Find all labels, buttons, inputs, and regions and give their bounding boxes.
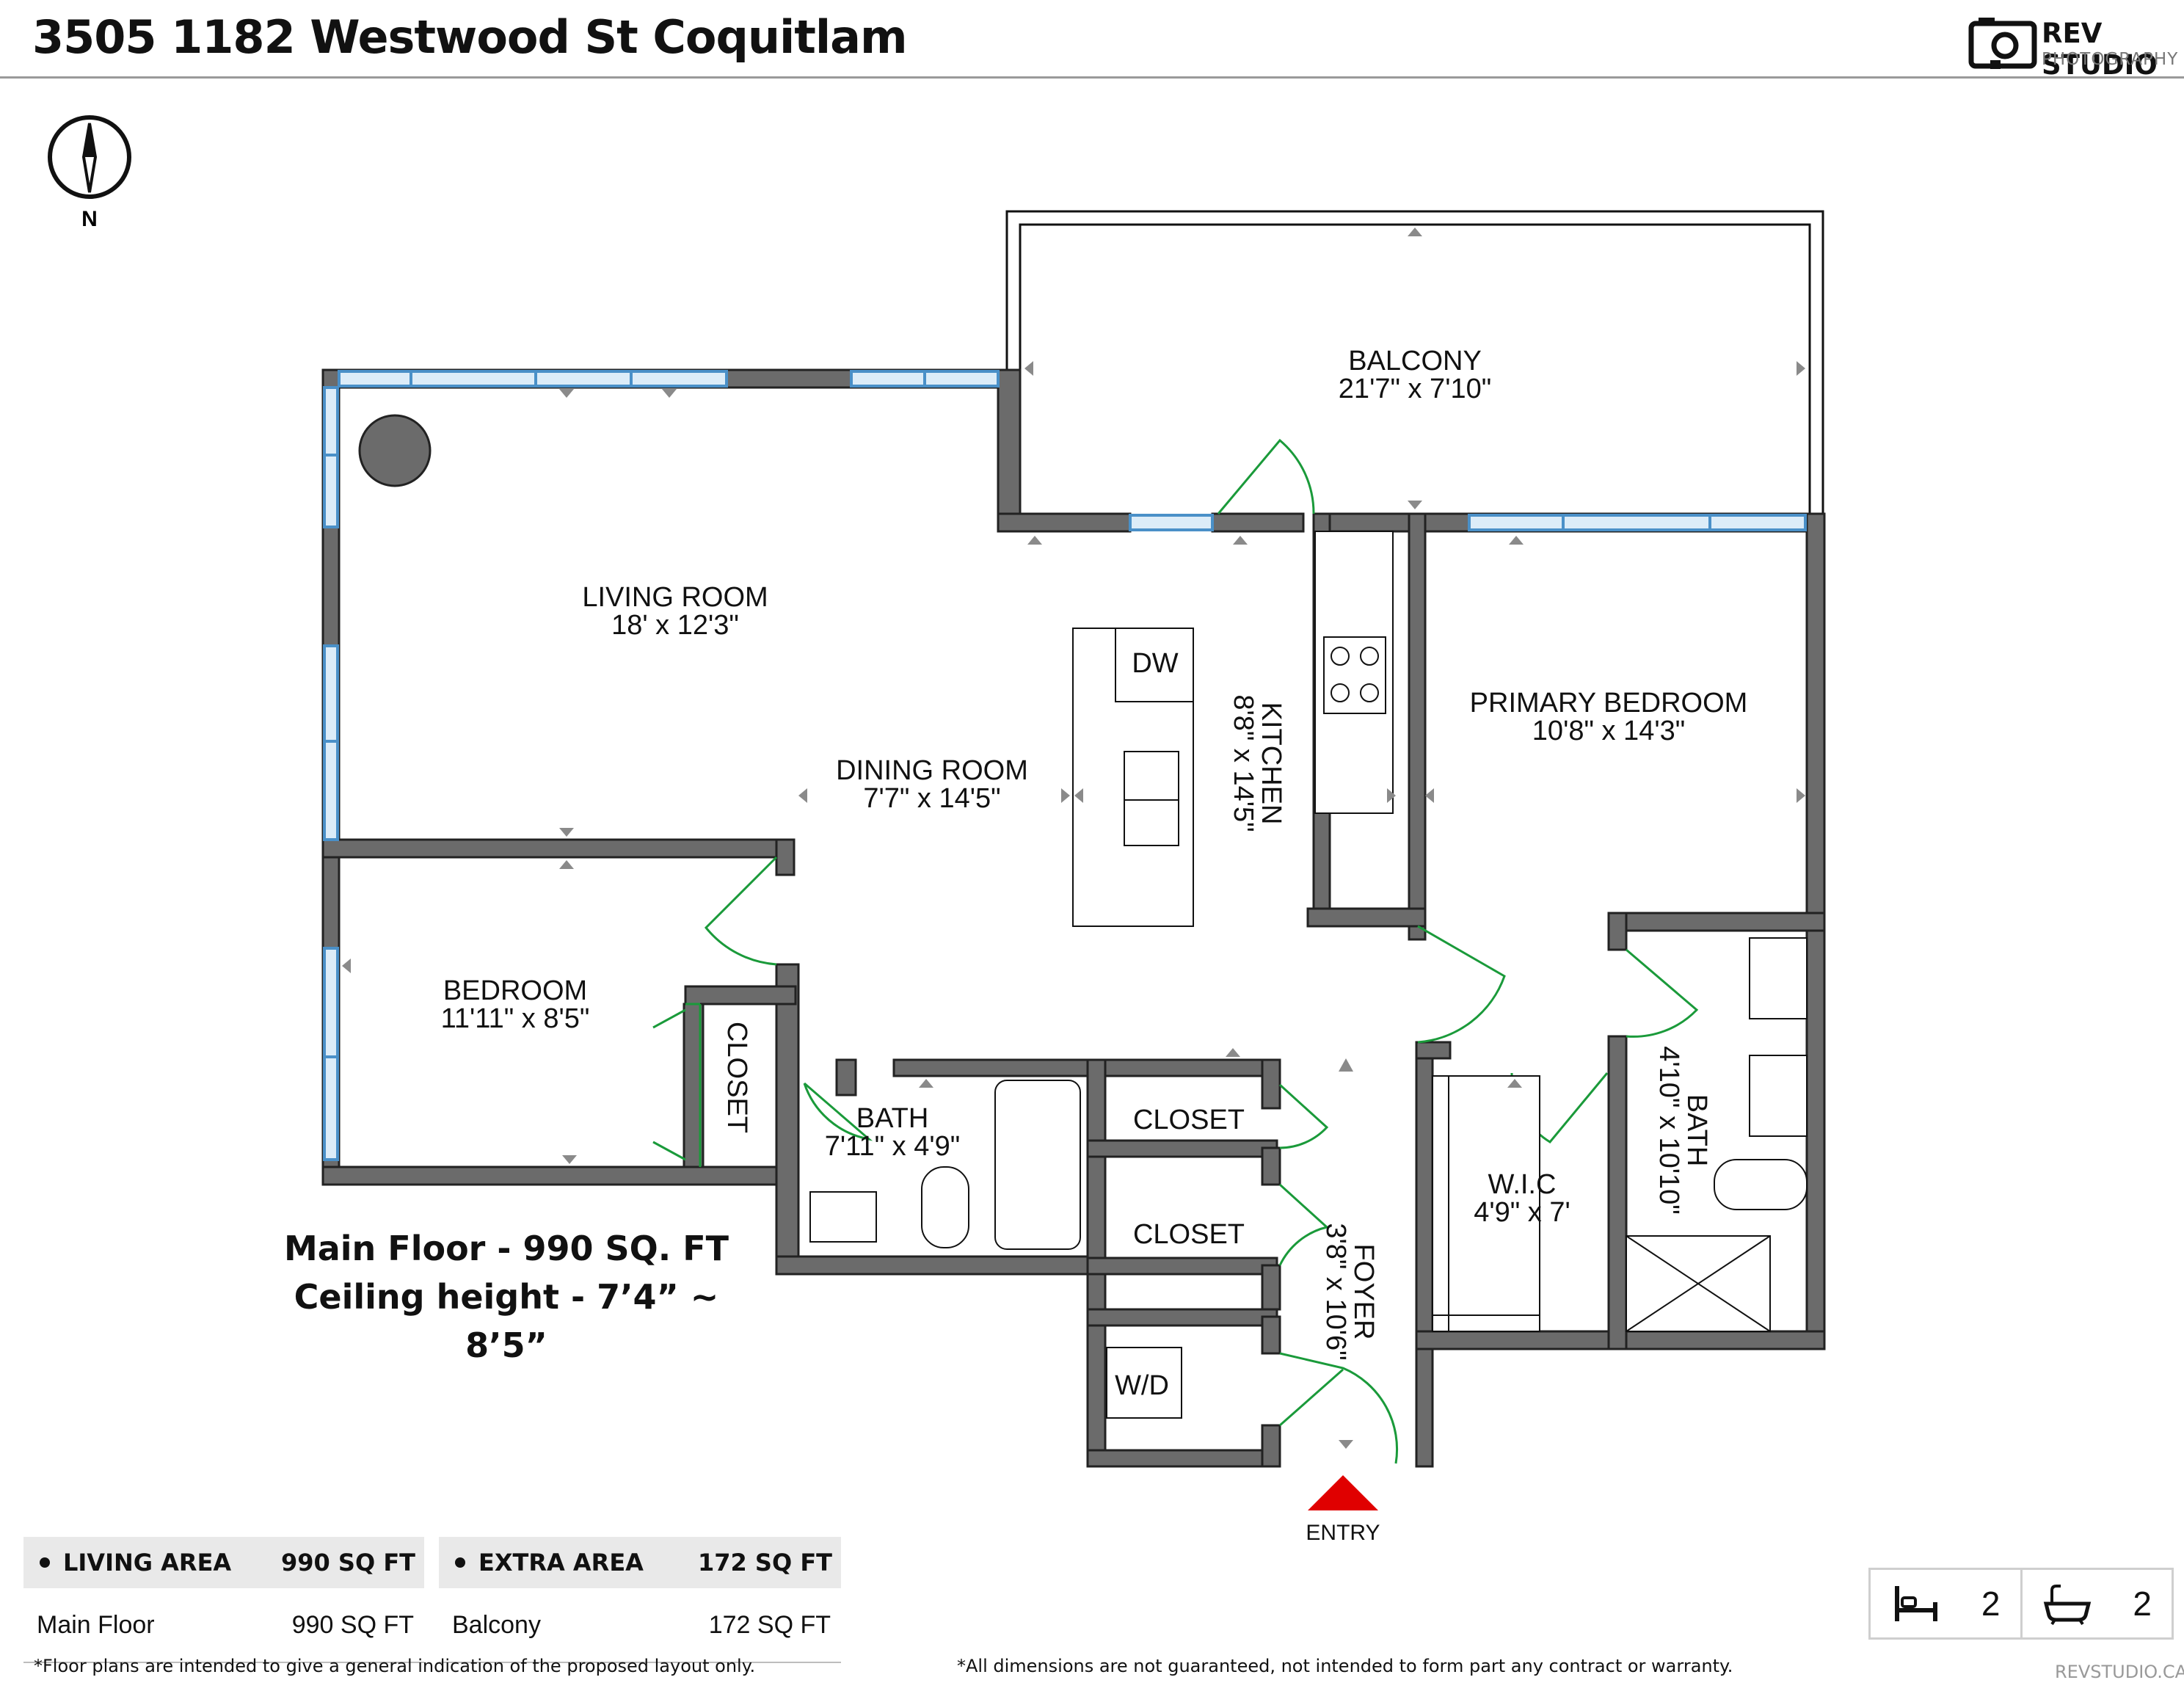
foyer-name: FOYER	[1348, 1244, 1379, 1340]
windows	[323, 370, 1807, 1161]
brand-tagline: PHOTOGRAPHY	[2042, 50, 2179, 69]
dimension-markers	[342, 228, 1805, 1449]
camera-icon	[1968, 18, 2037, 69]
bedroom-count: 2	[1871, 1570, 2020, 1637]
extra-area-header: EXTRA AREA 172 SQ FT	[439, 1537, 841, 1588]
compass-label: N	[81, 207, 98, 231]
bedroom-count-value: 2	[1981, 1585, 2001, 1623]
extra-area-table: EXTRA AREA 172 SQ FT Balcony 172 SQ FT	[439, 1537, 841, 1666]
balcony-row-value: 172 SQ FT	[708, 1610, 831, 1639]
dishwasher	[1115, 628, 1194, 702]
room-counts: 2 2	[1868, 1568, 2174, 1640]
ensuite-name: BATH	[1681, 1094, 1712, 1167]
living-area-row: Main Floor 990 SQ FT	[23, 1588, 424, 1663]
column-icon	[358, 414, 432, 487]
extra-area-total: 172 SQ FT	[697, 1549, 832, 1577]
bathroom-count-value: 2	[2133, 1585, 2152, 1623]
bathtub-icon	[2044, 1585, 2092, 1626]
living-area-label: LIVING AREA	[63, 1549, 232, 1577]
cooktop-icon	[1323, 636, 1386, 714]
laundry-name: W/D	[1115, 1370, 1169, 1401]
header-divider	[0, 76, 2184, 79]
north-compass-icon: N	[48, 115, 131, 231]
primary-bedroom-dims: 10'8" x 14'3"	[1532, 716, 1685, 746]
kitchen-name: KITCHEN	[1256, 702, 1286, 825]
foyer-dims: 3'8" x 10'6"	[1320, 1223, 1351, 1360]
bedroom-closet-name: CLOSET	[721, 1022, 752, 1133]
main-floor-label: Main Floor	[37, 1610, 155, 1639]
disclaimer-left: *Floor plans are intended to give a gene…	[34, 1656, 756, 1676]
bullet-icon	[455, 1557, 465, 1568]
extra-area-row: Balcony 172 SQ FT	[439, 1588, 841, 1663]
primary-bedroom-name: PRIMARY BEDROOM	[1470, 688, 1748, 719]
floor-area-line: Main Floor - 990 SQ. FT	[283, 1229, 729, 1268]
bath-name: BATH	[856, 1103, 929, 1134]
wic-shelving	[1432, 1075, 1540, 1332]
website-label: REVSTUDIO.CA	[2055, 1662, 2184, 1682]
dining-room-dims: 7'7" x 14'5"	[863, 783, 1000, 814]
balcony-name: BALCONY	[1348, 346, 1482, 377]
living-area-total: 990 SQ FT	[280, 1549, 415, 1577]
brand-name: REV STUDIO	[2042, 18, 2158, 81]
hall-closet-1-name: CLOSET	[1133, 1105, 1245, 1135]
disclaimer-right: *All dimensions are not guaranteed, not …	[957, 1656, 1733, 1676]
listing-title: 3505 1182 Westwood St Coquitlam	[32, 10, 908, 64]
bathtub-icon	[994, 1080, 1081, 1250]
ensuite-dims: 4'10" x 10'10"	[1653, 1046, 1684, 1215]
bath-dims: 7'11" x 4'9"	[825, 1131, 960, 1162]
room-labels: BALCONY 21'7" x 7'10" LIVING ROOM 18' x …	[441, 346, 1748, 1545]
ensuite-sink-icon-2	[1749, 1055, 1808, 1137]
hall-closet-2-name: CLOSET	[1133, 1219, 1245, 1250]
floor-summary: Main Floor - 990 SQ. FT Ceiling height -…	[250, 1224, 763, 1370]
entry-marker-icon	[1308, 1475, 1378, 1510]
toilet-icon	[921, 1166, 969, 1248]
main-floor-value: 990 SQ FT	[291, 1610, 414, 1639]
ensuite-toilet-icon	[1714, 1159, 1808, 1210]
balcony-row-label: Balcony	[452, 1610, 541, 1639]
wic-name: W.I.C	[1488, 1169, 1557, 1200]
bullet-icon	[40, 1557, 50, 1568]
washer-dryer-icon	[1106, 1347, 1182, 1419]
bedroom-name: BEDROOM	[443, 975, 587, 1006]
ensuite-sink-icon	[1749, 937, 1808, 1019]
bathroom-count: 2	[2020, 1570, 2172, 1637]
wic-dims: 4'9" x 7'	[1474, 1197, 1570, 1228]
bath-sink-icon	[809, 1191, 877, 1243]
living-room-dims: 18' x 12'3"	[611, 610, 739, 641]
living-room-name: LIVING ROOM	[582, 582, 768, 613]
bedroom-dims: 11'11" x 8'5"	[441, 1003, 590, 1034]
entry-label: ENTRY	[1306, 1521, 1380, 1545]
kitchen-sink-icon	[1124, 751, 1179, 846]
bed-icon	[1894, 1586, 1937, 1621]
balcony-dims: 21'7" x 7'10"	[1339, 374, 1491, 404]
kitchen-dims: 8'8" x 14'5"	[1228, 694, 1259, 832]
living-area-table: LIVING AREA 990 SQ FT Main Floor 990 SQ …	[23, 1537, 424, 1666]
brand-logo: REV STUDIO PHOTOGRAPHY	[1968, 13, 2177, 81]
ceiling-height-line: Ceiling height - 7’4” ~ 8’5”	[294, 1277, 719, 1365]
dining-room-name: DINING ROOM	[836, 755, 1028, 786]
extra-area-label: EXTRA AREA	[478, 1549, 644, 1577]
balcony-outline	[1005, 210, 1824, 515]
living-area-header: LIVING AREA 990 SQ FT	[23, 1537, 424, 1588]
fixtures	[358, 414, 1808, 1419]
dishwasher-label: DW	[1132, 648, 1178, 679]
